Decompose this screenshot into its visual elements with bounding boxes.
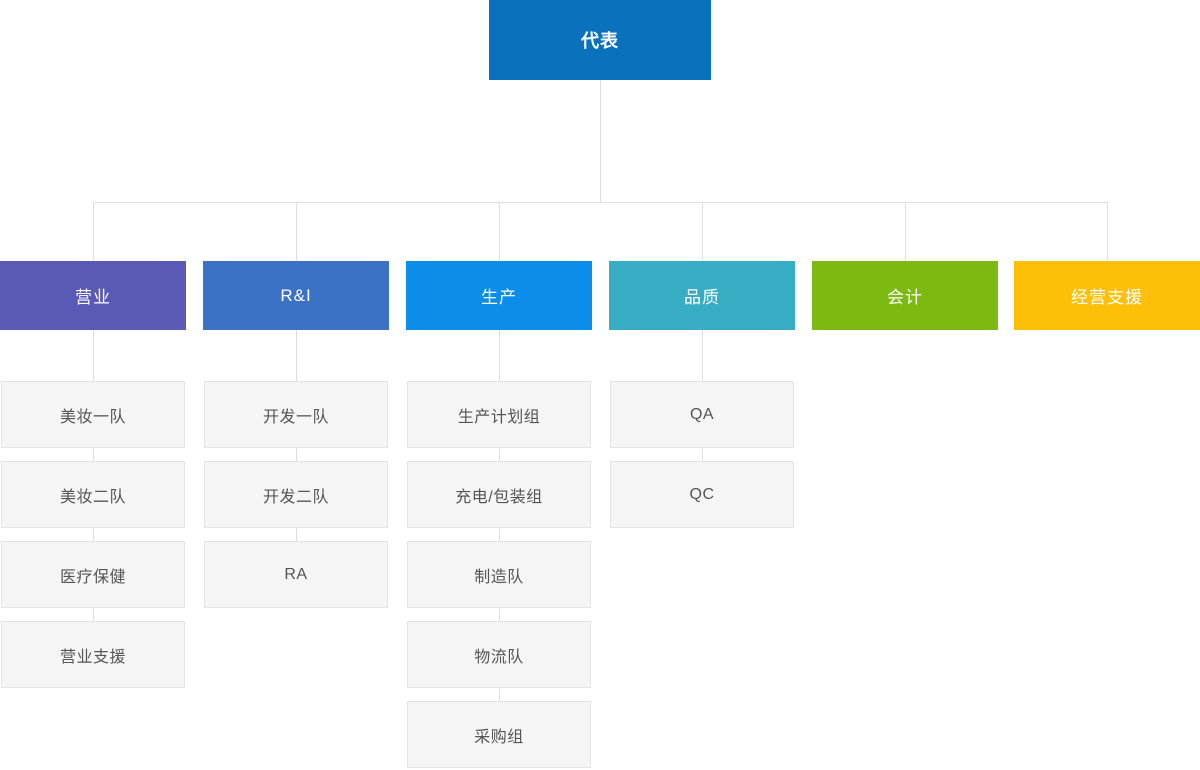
team-node-0-2: 医疗保健 (1, 541, 185, 608)
connector-team-0-3 (92, 608, 94, 621)
team-node-1-1: 开发二队 (204, 461, 388, 528)
connector-team-1-2 (295, 528, 297, 541)
connector-drop-5 (1106, 202, 1108, 261)
connector-dept-team-3 (701, 330, 703, 381)
team-node-0-3: 营业支援 (1, 621, 185, 688)
connector-team-2-1 (498, 448, 500, 461)
connector-dept-team-0 (92, 330, 94, 381)
connector-drop-3 (701, 202, 703, 261)
team-node-0-0: 美妆一队 (1, 381, 185, 448)
connector-drop-1 (295, 202, 297, 261)
connector-team-2-2 (498, 528, 500, 541)
root-node-ceo: 代表 (489, 0, 711, 80)
connector-root-stem (599, 80, 601, 202)
connector-team-2-3 (498, 608, 500, 621)
connector-team-0-2 (92, 528, 94, 541)
connector-team-1-1 (295, 448, 297, 461)
connector-team-3-1 (701, 448, 703, 461)
connector-horizontal-rail (93, 202, 1107, 203)
dept-node-0: 营业 (0, 261, 186, 330)
dept-node-2: 生产 (406, 261, 592, 330)
team-node-2-2: 制造队 (407, 541, 591, 608)
team-node-2-1: 充电/包装组 (407, 461, 591, 528)
team-node-1-0: 开发一队 (204, 381, 388, 448)
dept-node-3: 品质 (609, 261, 795, 330)
dept-node-1: R&I (203, 261, 389, 330)
connector-dept-team-2 (498, 330, 500, 381)
team-node-0-1: 美妆二队 (1, 461, 185, 528)
connector-drop-4 (904, 202, 906, 261)
dept-node-4: 会计 (812, 261, 998, 330)
team-node-2-3: 物流队 (407, 621, 591, 688)
connector-team-2-4 (498, 688, 500, 701)
team-node-3-1: QC (610, 461, 794, 528)
team-node-1-2: RA (204, 541, 388, 608)
connector-team-0-1 (92, 448, 94, 461)
connector-drop-2 (498, 202, 500, 261)
team-node-2-4: 采购组 (407, 701, 591, 768)
connector-drop-0 (92, 202, 94, 261)
team-node-2-0: 生产计划组 (407, 381, 591, 448)
dept-node-5: 经营支援 (1014, 261, 1200, 330)
team-node-3-0: QA (610, 381, 794, 448)
connector-dept-team-1 (295, 330, 297, 381)
